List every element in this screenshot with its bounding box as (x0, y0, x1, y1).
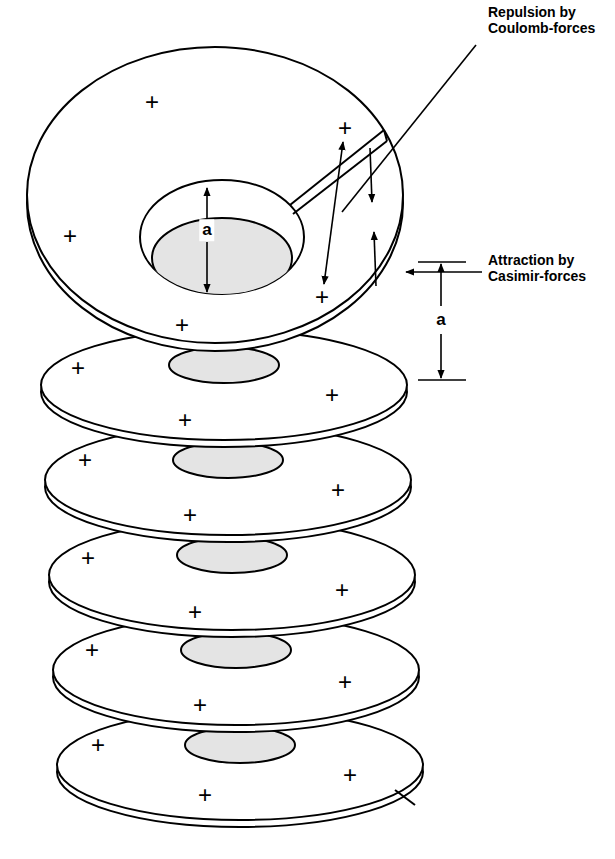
charge-sign: + (178, 406, 192, 434)
hole-inner-wall (152, 218, 292, 298)
charge-sign: + (343, 761, 357, 789)
charge-sign: + (71, 354, 85, 382)
charge-sign: + (338, 114, 352, 142)
dimension-label: a (433, 309, 448, 331)
charge-sign: + (81, 544, 95, 572)
dimension-label: a (199, 219, 214, 241)
charge-sign: + (325, 381, 339, 409)
charge-sign: + (315, 283, 329, 311)
leader-line (342, 45, 476, 212)
casimir-arrow (374, 232, 376, 286)
ring-face (27, 47, 403, 343)
charge-sign: + (91, 731, 105, 759)
dimension-line (206, 188, 208, 218)
charge-sign: + (183, 501, 197, 529)
charge-sign: + (188, 598, 202, 626)
ring-stack (27, 47, 423, 827)
dimension-tick (418, 261, 466, 263)
charge-sign: + (193, 691, 207, 719)
ring-hole (169, 347, 279, 383)
charge-sign: + (145, 88, 159, 116)
coulomb-arrow (324, 142, 343, 284)
charge-sign: + (78, 446, 92, 474)
charge-sign: + (331, 476, 345, 504)
force-label: Repulsion by Coulomb-forces (488, 4, 603, 36)
dimension-line (440, 264, 442, 306)
charge-sign: + (85, 636, 99, 664)
charge-sign: + (175, 311, 189, 339)
dimension-line (206, 242, 208, 292)
force-label: Attraction by Casimir-forces (488, 252, 603, 284)
dimension-tick (418, 379, 466, 381)
force-arrows (207, 45, 482, 380)
charge-sign: + (198, 781, 212, 809)
charge-sign: + (63, 222, 77, 250)
charge-sign: + (338, 668, 352, 696)
charge-sign: + (335, 576, 349, 604)
dimension-line (440, 334, 442, 378)
slit-edge (293, 141, 387, 214)
leader-arrow (406, 271, 482, 273)
slit-edge (290, 130, 384, 205)
slit-edge (395, 790, 415, 805)
slit-edge (384, 130, 387, 141)
